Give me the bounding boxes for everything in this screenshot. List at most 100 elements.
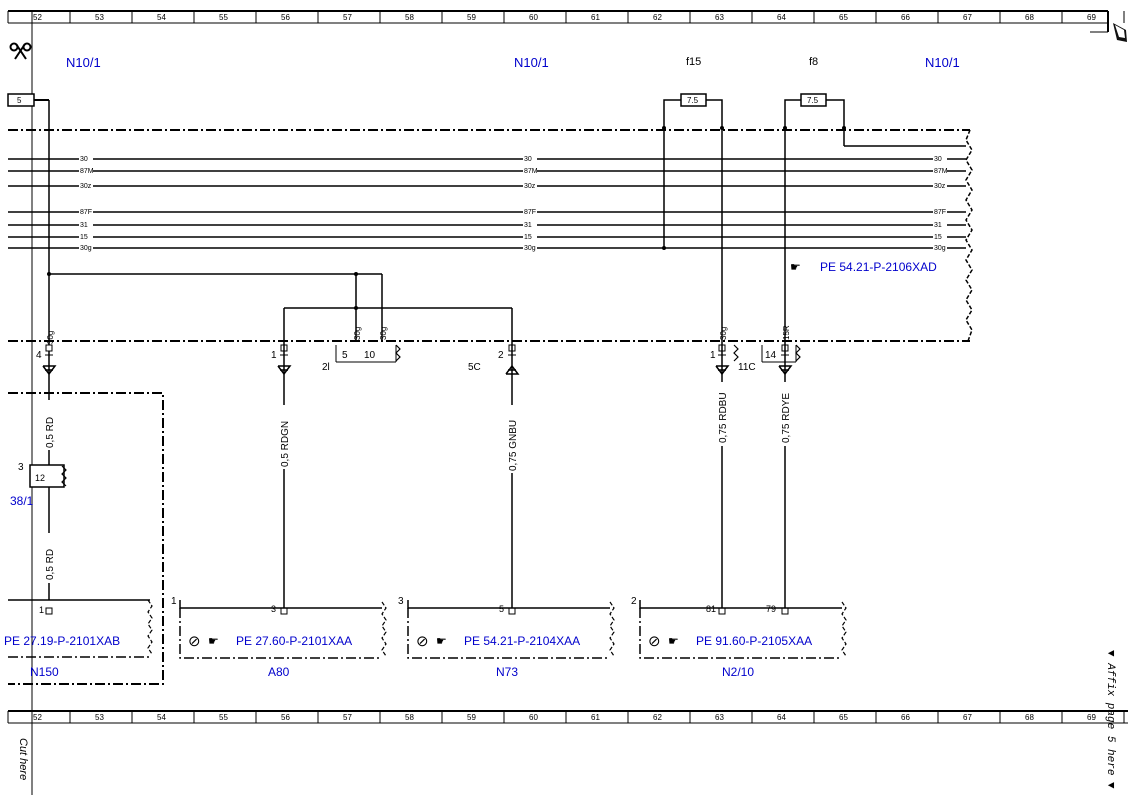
svg-text:2l: 2l: [322, 362, 330, 373]
svg-text:14: 14: [765, 350, 777, 361]
svg-text:7.5: 7.5: [807, 96, 819, 105]
page-corner-icon: [1113, 23, 1127, 42]
ruler-col-label: 67: [963, 713, 972, 722]
label-30g-a: 30g: [46, 331, 55, 344]
svg-text:5: 5: [499, 604, 504, 614]
svg-text:PE 27.19-P-2101XAB: PE 27.19-P-2101XAB: [4, 634, 120, 648]
svg-text:7.5: 7.5: [687, 96, 699, 105]
bus-label: 87F: [524, 209, 536, 216]
ruler-col-label: 56: [281, 13, 290, 22]
bus-label: 30g: [524, 245, 536, 252]
bus-label: 30g: [934, 245, 946, 252]
svg-text:0,75 RDYE: 0,75 RDYE: [781, 393, 792, 443]
component-n10-left: N10/1: [66, 55, 101, 70]
ruler-col-label: 56: [281, 713, 290, 722]
svg-text:11C: 11C: [738, 362, 756, 373]
bus-label: 30: [80, 156, 88, 163]
component-n10-mid: N10/1: [514, 55, 549, 70]
svg-text:79: 79: [766, 604, 776, 614]
ruler-col-label: 57: [343, 713, 352, 722]
ruler-col-label: 65: [839, 713, 848, 722]
ruler-col-label: 54: [157, 713, 166, 722]
ruler-col-label: 62: [653, 713, 662, 722]
svg-text:3: 3: [398, 596, 404, 607]
ruler-col-label: 68: [1025, 13, 1034, 22]
ruler-col-label: 67: [963, 13, 972, 22]
ruler-col-label: 55: [219, 713, 228, 722]
bus-label: 30z: [934, 183, 946, 190]
module-pins: 4 1 2l 5 10 5C 2 1 11C 14: [36, 350, 777, 373]
fuse-f8-label: f8: [809, 56, 818, 68]
wire-labels: 0,5 RD 0,5 RD 0,5 RDGN 0,75 GNBU 0,75 RD…: [44, 382, 792, 583]
ruler-col-label: 61: [591, 713, 600, 722]
plug-arrows: [42, 364, 793, 376]
pointing-hand-icon: ☛: [208, 634, 219, 648]
fuse-f8: 7.5: [784, 93, 966, 341]
ruler-col-label: 58: [405, 713, 414, 722]
svg-text:38/1: 38/1: [10, 494, 34, 508]
ruler-col-label: 63: [715, 13, 724, 22]
svg-text:0,5 RDGN: 0,5 RDGN: [280, 421, 291, 467]
bus-label: 30g: [80, 245, 92, 252]
pin-contacts: [45, 344, 789, 615]
ruler-col-label: 53: [95, 13, 104, 22]
bus-label: 87F: [80, 209, 92, 216]
svg-text:5: 5: [342, 350, 348, 361]
svg-text:PE 54.21-P-2104XAA: PE 54.21-P-2104XAA: [464, 634, 580, 648]
scissors-icon: [9, 42, 32, 60]
svg-text:2: 2: [498, 350, 504, 361]
svg-text:2: 2: [631, 596, 637, 607]
bus-label: 30z: [524, 183, 536, 190]
svg-text:PE 91.60-P-2105XAA: PE 91.60-P-2105XAA: [696, 634, 812, 648]
component-n2-10: 2 81 79 N2/10 ⊘ ☛ PE 91.60-P-2105XAA: [631, 596, 847, 679]
label-15r: 15R: [782, 325, 791, 340]
fuse-f15: 7.5: [662, 93, 723, 341]
ref-pe-2104[interactable]: ⊘ ☛ PE 54.21-P-2104XAA: [416, 633, 580, 650]
bus-label: 30z: [80, 183, 92, 190]
pointing-hand-icon: ☛: [790, 260, 801, 274]
svg-text:1: 1: [271, 350, 277, 361]
relay-38-1: 3 12 38/1: [10, 462, 67, 508]
ref-pe-2105[interactable]: ⊘ ☛ PE 91.60-P-2105XAA: [648, 633, 812, 650]
svg-text:4: 4: [36, 350, 42, 361]
svg-text:81: 81: [706, 604, 716, 614]
svg-text:5C: 5C: [468, 362, 481, 373]
bus-label: 30: [524, 156, 532, 163]
svg-text:PE 54.21-P-2106XAD: PE 54.21-P-2106XAD: [820, 260, 937, 274]
svg-text:N73: N73: [496, 665, 518, 679]
svg-text:N2/10: N2/10: [722, 665, 754, 679]
module-boundary: [8, 129, 970, 342]
svg-text:1: 1: [39, 605, 44, 615]
ruler-col-label: 69: [1087, 13, 1096, 22]
svg-text:3: 3: [271, 604, 276, 614]
ruler-col-label: 66: [901, 13, 910, 22]
pointing-hand-icon: ☛: [436, 634, 447, 648]
svg-text:1: 1: [710, 350, 716, 361]
svg-text:PE 27.60-P-2101XAA: PE 27.60-P-2101XAA: [236, 634, 352, 648]
component-n150: 1 PE 27.19-P-2101XAB N150: [4, 599, 153, 679]
bus-label: 31: [80, 222, 88, 229]
fuse-f15-label: f15: [686, 56, 701, 68]
ref-pe-2760[interactable]: ⊘ ☛ PE 27.60-P-2101XAA: [188, 633, 352, 650]
svg-text:12: 12: [35, 473, 45, 483]
pin-contact: [280, 607, 288, 615]
module-break-right: [965, 129, 973, 342]
diagnosis-icon: ⊘: [416, 633, 429, 650]
bus-label: 87M: [80, 168, 94, 175]
ruler-col-label: 59: [467, 13, 476, 22]
bus-label: 15: [524, 234, 532, 241]
svg-text:N150: N150: [30, 665, 59, 679]
n150-boundary: [8, 392, 164, 685]
ruler-col-label: 54: [157, 13, 166, 22]
ruler-col-label: 60: [529, 713, 538, 722]
svg-text:0,5 RD: 0,5 RD: [45, 549, 56, 580]
ruler-col-label: 64: [777, 13, 786, 22]
ruler-col-label: 52: [33, 713, 42, 722]
ruler-col-label: 61: [591, 13, 600, 22]
svg-text:1: 1: [171, 596, 177, 607]
ref-pe-2106[interactable]: ☛ PE 54.21-P-2106XAD: [790, 260, 937, 274]
bus-label: 87F: [934, 209, 946, 216]
